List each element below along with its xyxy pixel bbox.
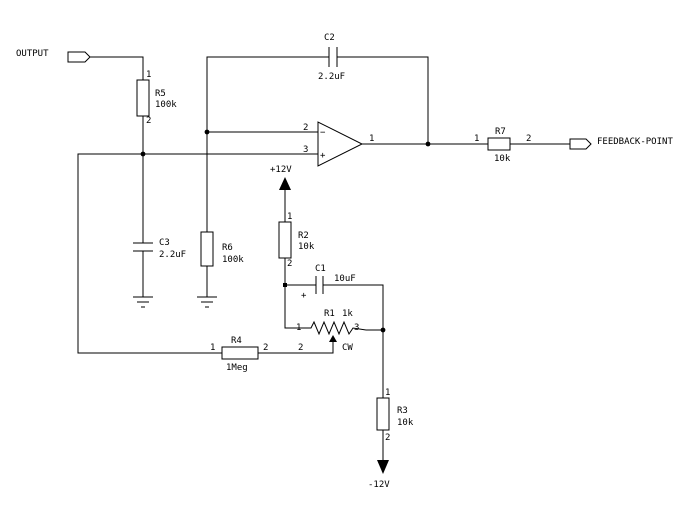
r1-zigzag — [305, 320, 367, 336]
c1-polarity: + — [301, 291, 307, 301]
junction-dot — [204, 129, 210, 135]
capacitor-c2: C2 2.2uF — [318, 33, 345, 82]
capacitor-c3: C3 2.2uF — [133, 236, 186, 260]
resistor-r2: 1 2 R2 10k — [278, 212, 315, 269]
c3-value: 2.2uF — [159, 250, 186, 260]
junction-dot — [425, 141, 431, 147]
r6-ref: R6 — [222, 243, 233, 253]
wiper-arrow-icon — [329, 335, 337, 342]
wire-c1-right — [328, 284, 384, 330]
potentiometer-r1: 1 3 R1 1k CW — [296, 309, 367, 353]
r2-ref: R2 — [298, 231, 309, 241]
junction-dot — [140, 151, 146, 157]
resistor-r6: R6 100k — [200, 231, 244, 267]
opamp-pin-3: 3 — [303, 145, 308, 155]
c3-ref: C3 — [159, 238, 170, 248]
junction-dot — [283, 283, 287, 287]
feedback-port-symbol — [569, 138, 592, 150]
c1-value: 10uF — [334, 274, 356, 284]
c2-ref: C2 — [324, 33, 335, 43]
wire-noninv-r4 — [77, 153, 318, 354]
c2-value: 2.2uF — [318, 72, 345, 82]
opamp: − + 2 3 1 — [303, 121, 374, 167]
wires — [77, 56, 570, 460]
opamp-noninv-sign: + — [320, 151, 326, 161]
r7-pin-2: 2 — [526, 134, 531, 144]
r2-value: 10k — [298, 242, 315, 252]
r6-value: 100k — [222, 255, 244, 265]
opamp-symbol — [317, 121, 364, 167]
minus12-label: -12V — [368, 480, 390, 490]
wire-c2-right — [343, 56, 429, 144]
feedback-port-label: FEEDBACK-POINT — [597, 137, 673, 147]
output-port-symbol — [67, 51, 91, 63]
r5-body — [136, 79, 150, 117]
r1-pin-1: 1 — [296, 323, 301, 333]
output-port-label: OUTPUT — [16, 49, 49, 59]
r1-pin-3: 3 — [354, 323, 359, 333]
wire-inv-r6 — [206, 131, 318, 232]
ground-symbol — [197, 296, 217, 308]
r4-ref: R4 — [231, 336, 242, 346]
r7-body — [487, 137, 511, 151]
r7-pin-1: 1 — [474, 134, 479, 144]
opamp-inv-sign: − — [320, 128, 326, 138]
r4-body — [221, 346, 259, 360]
r3-pin-2: 2 — [385, 433, 390, 443]
r7-ref: R7 — [495, 127, 506, 137]
r5-ref: R5 — [155, 89, 166, 99]
opamp-pin-2: 2 — [303, 123, 308, 133]
r7-value: 10k — [494, 154, 511, 164]
r2-pin-1: 1 — [287, 212, 292, 222]
junction-dot — [380, 327, 386, 333]
wire-c2-left — [206, 56, 323, 132]
r6-body — [200, 231, 214, 267]
resistor-r7: 1 2 R7 10k — [474, 127, 531, 164]
opamp-pin-1: 1 — [369, 134, 374, 144]
ground-symbol — [133, 296, 153, 308]
rail-negative: -12V — [368, 460, 390, 490]
r3-body — [376, 397, 390, 431]
r2-pin-2: 2 — [287, 259, 292, 269]
r5-value: 100k — [155, 100, 177, 110]
r4-pin-1: 1 — [210, 343, 215, 353]
r3-pin-1: 1 — [385, 388, 390, 398]
rail-positive: +12V — [270, 165, 292, 190]
r3-ref: R3 — [397, 406, 408, 416]
r5-pin-1: 1 — [146, 70, 151, 80]
wire-r1-r3 — [366, 329, 384, 398]
wire-r2-r1 — [284, 258, 305, 329]
capacitor-c1: + C1 10uF — [301, 264, 356, 301]
r1-ref: R1 — [324, 309, 335, 319]
plus12-label: +12V — [270, 165, 292, 175]
r5-pin-2: 2 — [146, 116, 151, 126]
down-arrow-icon — [377, 460, 389, 474]
r4-pin-2: 2 — [263, 343, 268, 353]
junctions — [140, 129, 431, 333]
wire-output — [90, 56, 144, 80]
r2-body — [278, 221, 292, 259]
port-output: OUTPUT — [16, 49, 91, 63]
c1-ref: C1 — [315, 264, 326, 274]
r1-wiper-label: CW — [342, 343, 353, 353]
up-arrow-icon — [279, 177, 291, 190]
r4-pin-2-right: 2 — [298, 343, 303, 353]
r4-value: 1Meg — [226, 363, 248, 373]
resistor-r5: 1 2 R5 100k — [136, 70, 177, 126]
r3-value: 10k — [397, 418, 414, 428]
port-feedback: FEEDBACK-POINT — [569, 137, 673, 150]
resistor-r4: 1 2 2 R4 1Meg — [208, 336, 303, 373]
r1-value: 1k — [342, 309, 353, 319]
resistor-r3: 1 2 R3 10k — [376, 388, 414, 443]
